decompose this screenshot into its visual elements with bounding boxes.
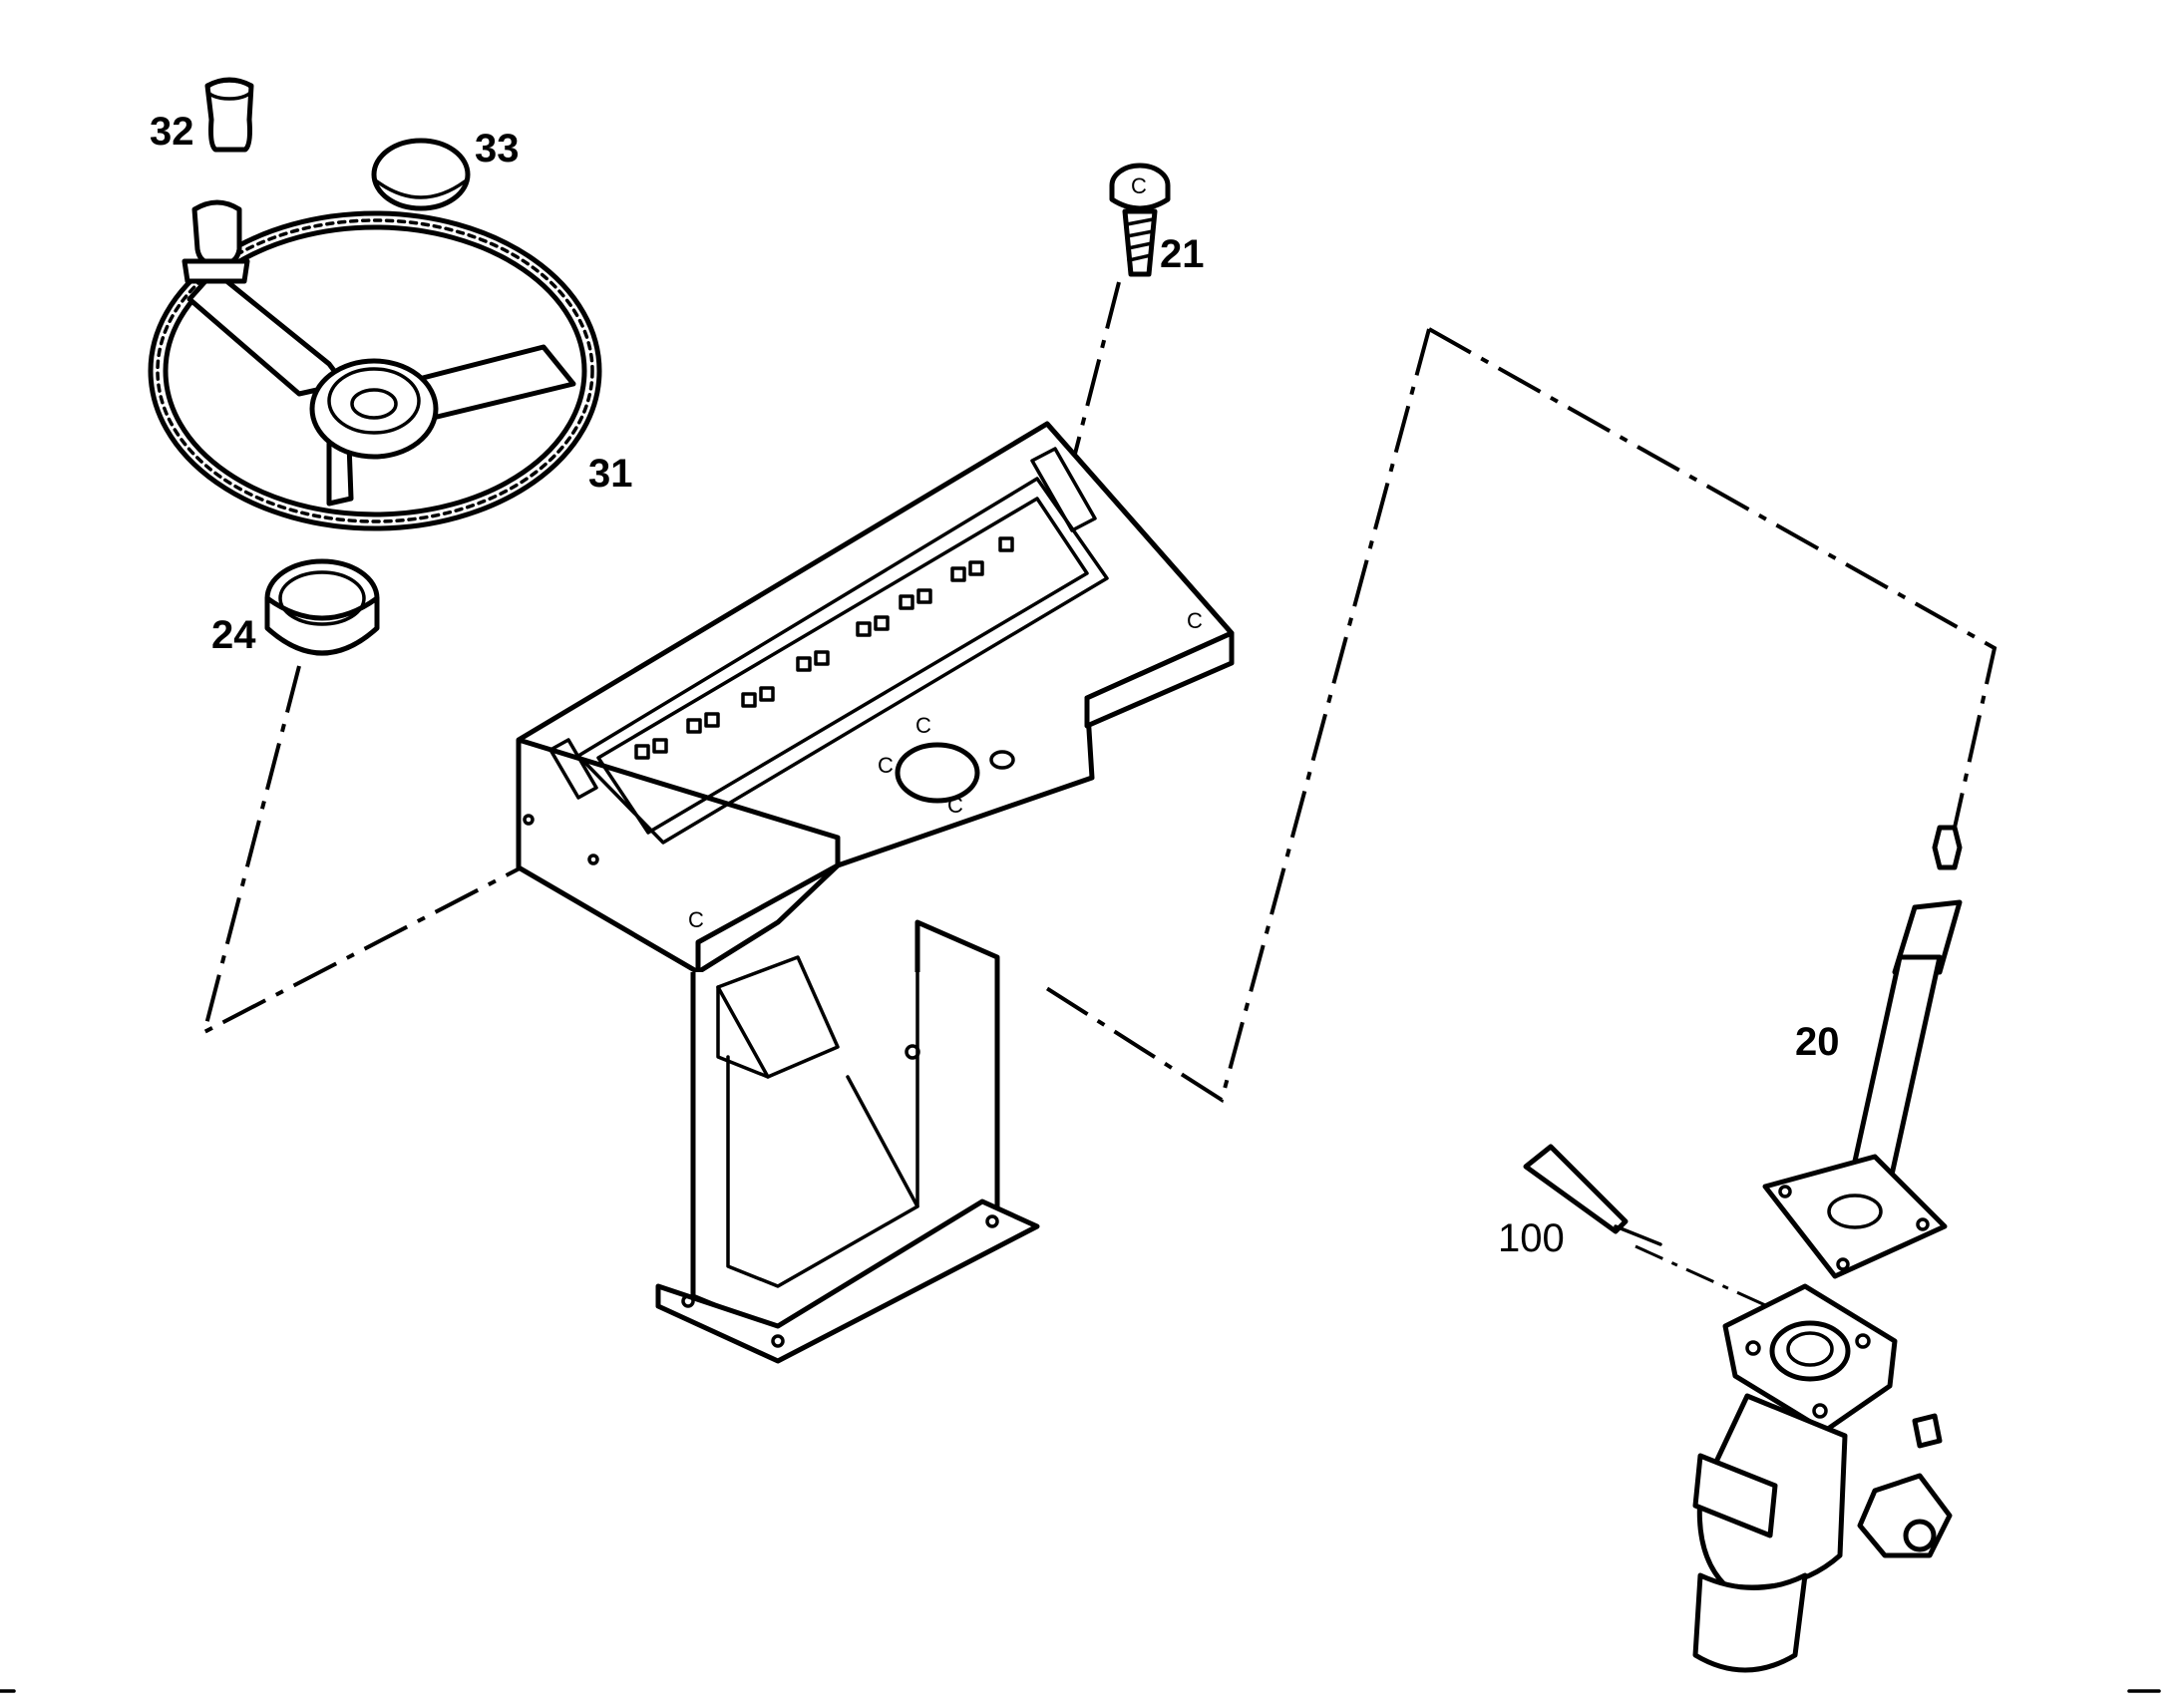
callouts: 32 33 21 31 24 20 100	[150, 110, 1840, 1260]
steering-console: C C C C C	[516, 421, 1235, 1364]
svg-text:C: C	[947, 793, 963, 818]
callout-100: 100	[1498, 1216, 1565, 1260]
callout-21: 21	[1160, 232, 1205, 276]
center-cap	[371, 138, 471, 211]
sealant-tube	[1523, 1144, 1662, 1246]
svg-text:C: C	[1187, 608, 1203, 633]
steering-wheel	[148, 199, 602, 531]
svg-text:C: C	[688, 907, 704, 932]
callout-24: 24	[211, 613, 256, 657]
svg-text:C: C	[1131, 173, 1147, 198]
bushing	[264, 558, 380, 656]
callout-20: 20	[1795, 1020, 1840, 1064]
svg-text:C: C	[878, 753, 894, 778]
steering-unit	[1692, 1283, 1953, 1673]
callout-31: 31	[588, 452, 633, 496]
spinner-knob	[204, 77, 254, 153]
steering-column	[1762, 825, 1963, 1279]
indicator-slots	[634, 536, 1014, 760]
assembly-lines	[200, 281, 1998, 1316]
callout-32: 32	[150, 110, 194, 154]
screw: C	[1109, 163, 1171, 277]
svg-text:C: C	[915, 713, 931, 738]
callout-33: 33	[475, 127, 520, 171]
